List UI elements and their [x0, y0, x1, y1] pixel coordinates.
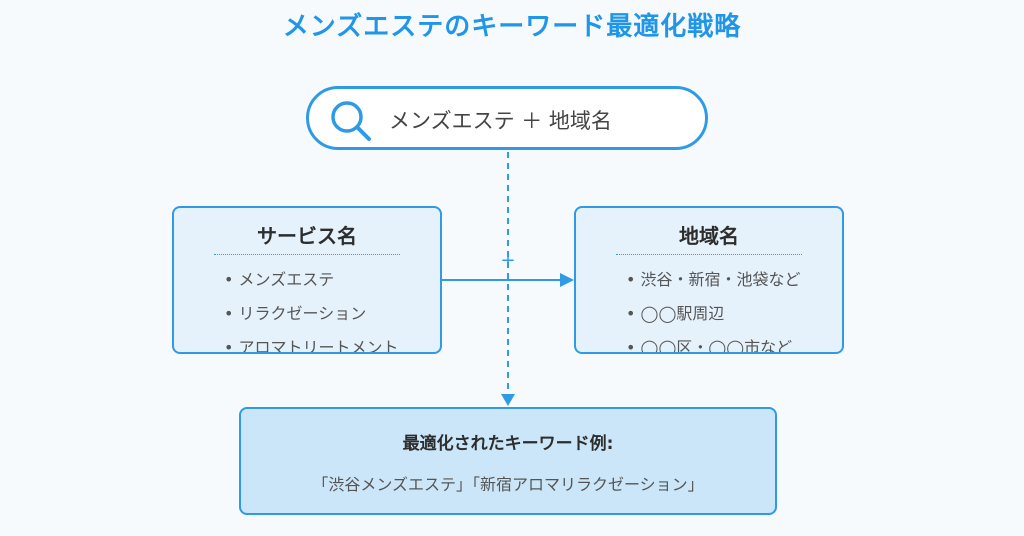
region-name-box: 地域名 渋谷・新宿・池袋など ◯◯駅周辺 ◯◯区・◯◯市など — [574, 206, 844, 354]
search-bar[interactable]: メンズエステ ＋ 地域名 — [306, 86, 708, 150]
list-item: ◯◯区・◯◯市など — [626, 336, 801, 352]
dotted-divider — [616, 254, 802, 255]
list-item: 渋谷・新宿・池袋など — [626, 268, 801, 302]
down-arrowhead — [501, 394, 515, 406]
list-item: アロマトリートメント — [224, 336, 399, 352]
region-name-heading: 地域名 — [679, 224, 739, 248]
dotted-divider — [214, 254, 400, 255]
list-item: メンズエステ — [224, 268, 399, 302]
service-name-heading: サービス名 — [257, 224, 357, 248]
optimized-keyword-box: 最適化されたキーワード例: 「渋谷メンズエステ」「新宿アロマリラクゼーション」 — [239, 407, 777, 515]
search-query-text: メンズエステ ＋ 地域名 — [389, 109, 612, 133]
region-name-list: 渋谷・新宿・池袋など ◯◯駅周辺 ◯◯区・◯◯市など — [626, 268, 801, 352]
service-name-list: メンズエステ リラクゼーション アロマトリートメント — [224, 268, 399, 352]
list-item: リラクゼーション — [224, 302, 399, 336]
page-title: メンズエステのキーワード最適化戦略 — [282, 12, 742, 42]
list-item: ◯◯駅周辺 — [626, 302, 801, 336]
search-icon — [331, 101, 371, 141]
service-name-box: サービス名 メンズエステ リラクゼーション アロマトリートメント — [172, 206, 442, 354]
plus-sign: + — [500, 250, 515, 271]
right-arrowhead — [560, 273, 574, 287]
optimized-keyword-heading: 最適化されたキーワード例: — [402, 434, 614, 454]
optimized-keyword-example: 「渋谷メンズエステ」「新宿アロマリラクゼーション」 — [312, 475, 704, 494]
